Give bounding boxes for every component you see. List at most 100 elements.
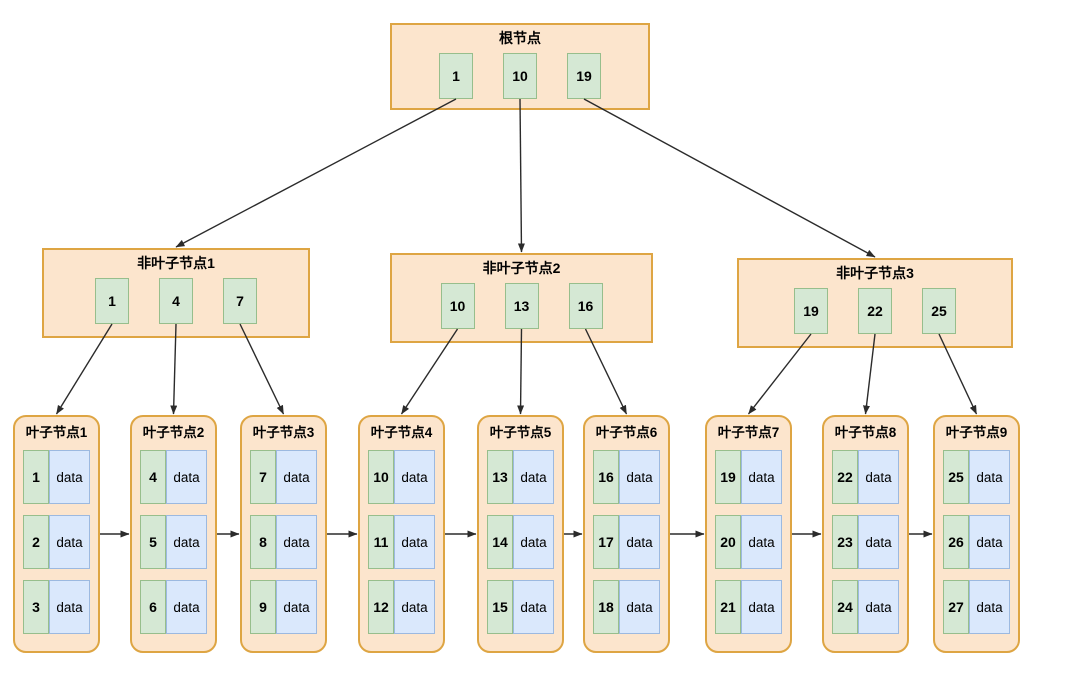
record-key-cell: 27 xyxy=(943,580,969,634)
record-key-cell: 12 xyxy=(368,580,394,634)
node-title: 非叶子节点2 xyxy=(482,260,561,276)
record-key-cell: 22 xyxy=(832,450,858,504)
key-box: 10 xyxy=(503,53,537,99)
record-data-cell: data xyxy=(969,580,1010,634)
leaf-title: 叶子节点5 xyxy=(489,425,552,440)
record-key-cell: 26 xyxy=(943,515,969,569)
record-key-cell: 18 xyxy=(593,580,619,634)
leaf-title: 叶子节点9 xyxy=(945,425,1008,440)
record-key-cell: 10 xyxy=(368,450,394,504)
record-data-cell: data xyxy=(858,450,899,504)
record-data-cell: data xyxy=(513,450,554,504)
arrow xyxy=(583,98,876,258)
key-box: 19 xyxy=(567,53,601,99)
key-box: 7 xyxy=(223,278,257,324)
key-box: 22 xyxy=(858,288,892,334)
key-box: 10 xyxy=(440,283,475,329)
record-key-cell: 17 xyxy=(593,515,619,569)
key-box: 4 xyxy=(159,278,193,324)
record-data-cell: data xyxy=(276,450,317,504)
record-data-cell: data xyxy=(619,515,660,569)
leaf-title: 叶子节点7 xyxy=(717,425,780,440)
record-data-cell: data xyxy=(858,515,899,569)
key-box: 19 xyxy=(794,288,828,334)
record-data-cell: data xyxy=(619,450,660,504)
record-key-cell: 2 xyxy=(23,515,49,569)
record-key-cell: 19 xyxy=(715,450,741,504)
record-data-cell: data xyxy=(394,450,435,504)
record-data-cell: data xyxy=(619,580,660,634)
record-data-cell: data xyxy=(741,515,782,569)
record-key-cell: 15 xyxy=(487,580,513,634)
record-data-cell: data xyxy=(741,580,782,634)
key-row: 19 22 25 xyxy=(794,288,956,334)
record-data-cell: data xyxy=(166,515,207,569)
key-box: 25 xyxy=(922,288,956,334)
record-data-cell: data xyxy=(394,515,435,569)
arrow xyxy=(517,98,525,253)
key-box: 1 xyxy=(439,53,473,99)
record-data-cell: data xyxy=(276,515,317,569)
record-data-cell: data xyxy=(969,450,1010,504)
record-data-cell: data xyxy=(49,450,90,504)
record-data-cell: data xyxy=(513,580,554,634)
record-data-cell: data xyxy=(741,450,782,504)
record-key-cell: 25 xyxy=(943,450,969,504)
record-key-cell: 7 xyxy=(250,450,276,504)
record-data-cell: data xyxy=(166,580,207,634)
record-key-cell: 23 xyxy=(832,515,858,569)
record-key-cell: 4 xyxy=(140,450,166,504)
leaf-title: 叶子节点8 xyxy=(834,425,897,440)
record-data-cell: data xyxy=(49,580,90,634)
record-data-cell: data xyxy=(394,580,435,634)
record-key-cell: 20 xyxy=(715,515,741,569)
record-data-cell: data xyxy=(276,580,317,634)
key-box: 1 xyxy=(95,278,129,324)
record-key-cell: 1 xyxy=(23,450,49,504)
leaf-title: 叶子节点1 xyxy=(25,425,88,440)
leaf-title: 叶子节点6 xyxy=(595,425,658,440)
record-data-cell: data xyxy=(166,450,207,504)
node-title: 根节点 xyxy=(499,30,541,46)
